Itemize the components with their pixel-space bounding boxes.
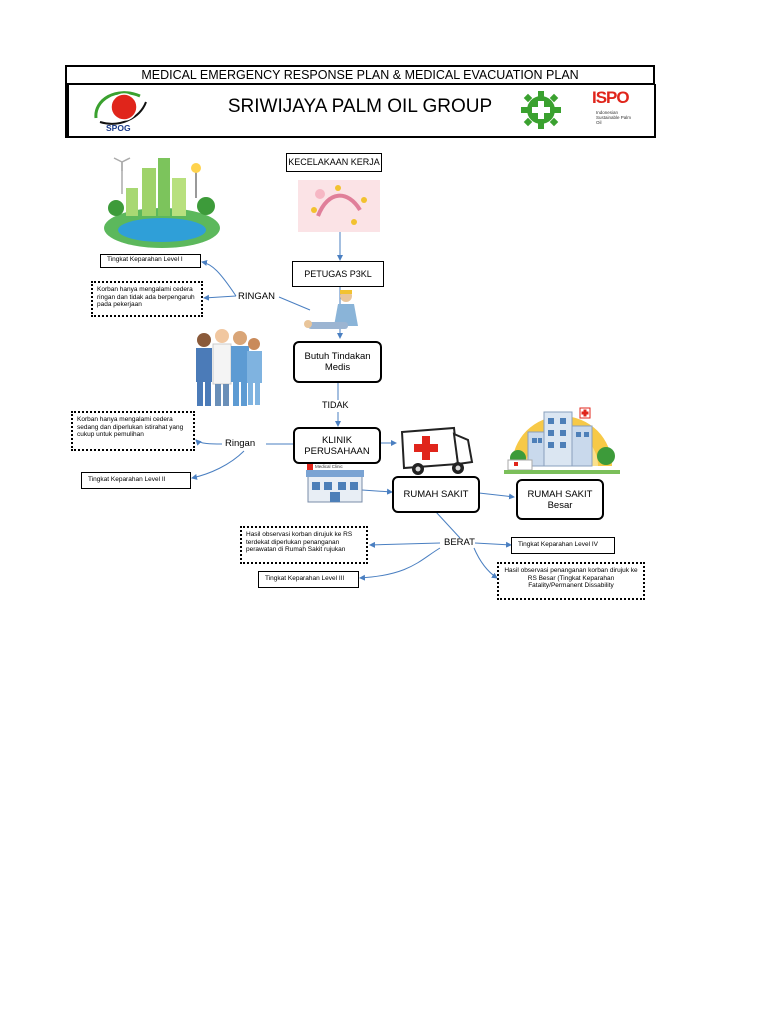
plan-title: MEDICAL EMERGENCY RESPONSE PLAN & MEDICA…: [65, 65, 655, 85]
rumah-sakit-besar-box: RUMAH SAKIT Besar: [516, 479, 604, 520]
klinik-line1: KLINIK: [321, 434, 353, 446]
tidak-label: TIDAK: [322, 400, 349, 410]
arrow-berat-note3: [369, 541, 441, 548]
hospital-icon: [504, 407, 620, 474]
butuh-line2: Medis: [324, 362, 351, 373]
spog-logo: SPOG: [90, 88, 150, 136]
arrow-ringan1-note1: [203, 294, 237, 301]
clinic-sign: Medical Clinic: [315, 464, 343, 469]
arrow-rs-rsbesar: [478, 492, 515, 500]
butuh-tindakan-medis-box: Butuh Tindakan Medis: [293, 341, 382, 383]
ispo-logo-text: ISPO: [592, 88, 630, 107]
arrow-clinic-rumahsakit: [361, 488, 393, 495]
level-3-box: Tingkat Keparahan Level III: [258, 571, 359, 588]
level-4-box: Tingkat Keparahan Level IV: [511, 537, 615, 554]
arrow-berat-note4: [473, 547, 498, 579]
ringan-label-1: RINGAN: [238, 291, 275, 302]
ringan-label-2: Ringan: [225, 438, 256, 449]
medical-staff-icon: [196, 329, 262, 406]
berat-label: BERAT: [444, 537, 475, 548]
petugas-p3kl-box: PETUGAS P3KL: [292, 261, 384, 287]
hospital-illustration: [504, 400, 620, 476]
note-ringan-2: Korban hanya mengalami cedera sedang dan…: [71, 411, 195, 451]
accident-icon: [298, 180, 380, 232]
first-aid-icon: [304, 290, 358, 329]
spog-logo-text: SPOG: [106, 123, 131, 133]
butuh-line1: Butuh Tindakan: [304, 351, 371, 362]
rumah-sakit-box: RUMAH SAKIT: [392, 476, 480, 513]
medical-staff-illustration: [190, 326, 264, 410]
clinic-building-icon: [306, 464, 364, 503]
spog-logo-icon: [94, 91, 147, 125]
ambulance-icon: [400, 426, 474, 475]
ispo-logo-caption: Indonesian Sustainable Palm Oil: [596, 110, 632, 125]
ambulance-illustration: [396, 424, 476, 476]
note-ringan-1: Korban hanya mengalami cedera ringan dan…: [91, 281, 203, 317]
klinik-perusahaan-box: KLINIK PERUSAHAAN: [293, 427, 381, 464]
note-berat-rs: Hasil observasi korban dirujuk ke RS ter…: [240, 526, 368, 564]
rs-besar-line2: Besar: [547, 499, 573, 511]
medical-clinic-illustration: Medical Clinic: [306, 464, 364, 504]
level-1-box: Tingkat Keparahan Level I: [100, 254, 201, 268]
eco-globe-icon: [104, 157, 220, 248]
arrow-berat-level4: [474, 541, 512, 548]
first-aid-illustration: [304, 288, 376, 334]
arrow-ringan1-level1: [201, 260, 237, 297]
arrow-ringan2-note2: [195, 439, 223, 446]
company-title: SRIWIJAYA PALM OIL GROUP: [227, 96, 493, 117]
gear-logo: [516, 90, 566, 130]
note-berat-rs-besar: Hasil observasi penanganan korban diruju…: [497, 562, 645, 600]
level-2-box: Tingkat Keparahan Level II: [81, 472, 191, 489]
gear-icon: [521, 91, 561, 129]
arrow-berat-level3: [359, 547, 441, 581]
eco-city-illustration: [96, 148, 228, 248]
accident-illustration: [298, 180, 380, 232]
kecelakaan-kerja-box: KECELAKAAN KERJA: [286, 153, 382, 172]
klinik-line2: PERUSAHAAN: [304, 445, 370, 457]
arrow-ringan2-level2: [191, 450, 245, 480]
header-divider-left: [67, 84, 69, 136]
line-ringan1-petugas: [278, 296, 311, 311]
header-banner: [65, 84, 656, 138]
rs-besar-line1: RUMAH SAKIT: [527, 488, 593, 500]
line-rs-berat: [435, 511, 461, 539]
ispo-logo: ISPO Indonesian Sustainable Palm Oil: [590, 88, 640, 134]
